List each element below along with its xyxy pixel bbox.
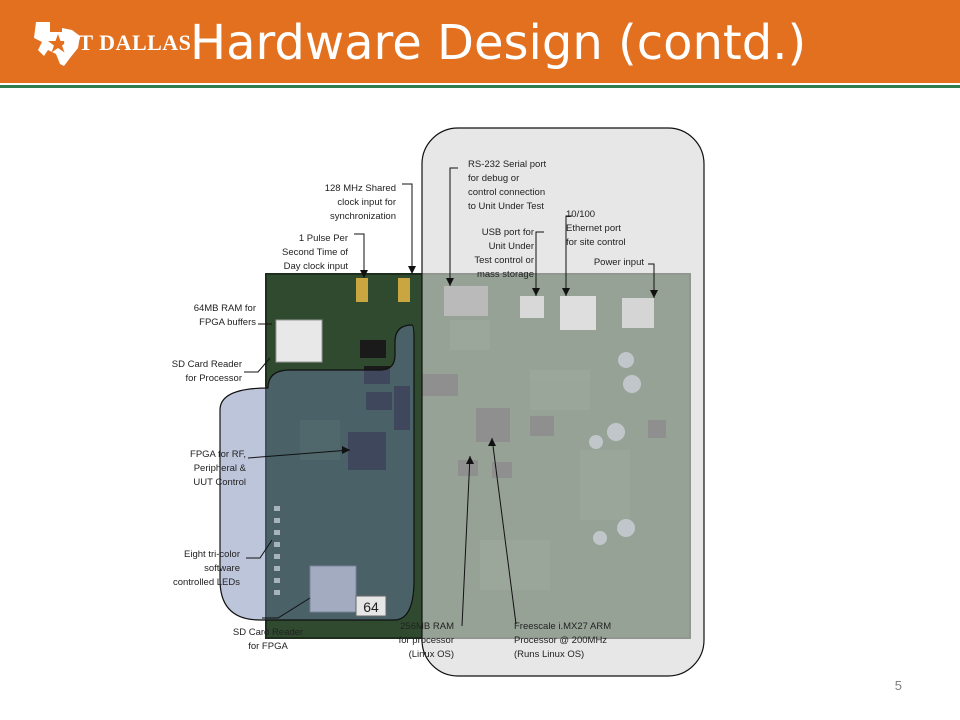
label-clock-128: 128 MHz Shared clock input for synchroni… bbox=[324, 183, 396, 222]
sd-reader-fpga bbox=[309, 565, 357, 613]
circuit-board-photo: 64 bbox=[219, 127, 705, 677]
chip-label-64: 64 bbox=[363, 599, 379, 615]
label-imx27: Freescale i.MX27 ARM Processor @ 200MHz … bbox=[514, 621, 612, 660]
processor-region-highlight bbox=[421, 127, 705, 677]
label-rs232: RS-232 Serial port for debug or control … bbox=[468, 159, 547, 212]
label-power: Power input bbox=[593, 257, 644, 268]
sma-connector-1 bbox=[356, 278, 368, 302]
label-fpga: FPGA for RF, Peripheral & UUT Control bbox=[190, 449, 246, 488]
label-pps: 1 Pulse Per Second Time of Day clock inp… bbox=[281, 233, 348, 272]
page-title: Hardware Design (contd.) bbox=[190, 15, 807, 71]
sma-connector-2 bbox=[398, 278, 410, 302]
title-underline bbox=[0, 85, 960, 88]
fpga-chip bbox=[348, 432, 386, 470]
label-ram64: 64MB RAM for FPGA buffers bbox=[193, 303, 256, 328]
label-sd-fpga: SD Card Reader for FPGA bbox=[232, 627, 304, 652]
slide-number: 5 bbox=[894, 678, 902, 693]
ut-dallas-logo: UT DALLAS bbox=[28, 14, 191, 70]
sd-reader-processor bbox=[275, 319, 323, 363]
texas-star-icon bbox=[34, 22, 80, 66]
fpga-region-highlight bbox=[219, 324, 415, 621]
label-sd-proc: SD Card Reader for Processor bbox=[171, 359, 242, 384]
label-ram256: 256MB RAM for processor (Linux OS) bbox=[398, 621, 454, 660]
label-leds: Eight tri-color software controlled LEDs bbox=[172, 549, 240, 588]
label-ethernet: 10/100 Ethernet port for site control bbox=[566, 209, 626, 248]
label-usb: USB port for Unit Under Test control or … bbox=[474, 227, 534, 280]
title-bar bbox=[0, 0, 960, 83]
board-figure: 64 128 bbox=[150, 120, 710, 690]
logo-wordmark: UT DALLAS bbox=[62, 30, 192, 55]
